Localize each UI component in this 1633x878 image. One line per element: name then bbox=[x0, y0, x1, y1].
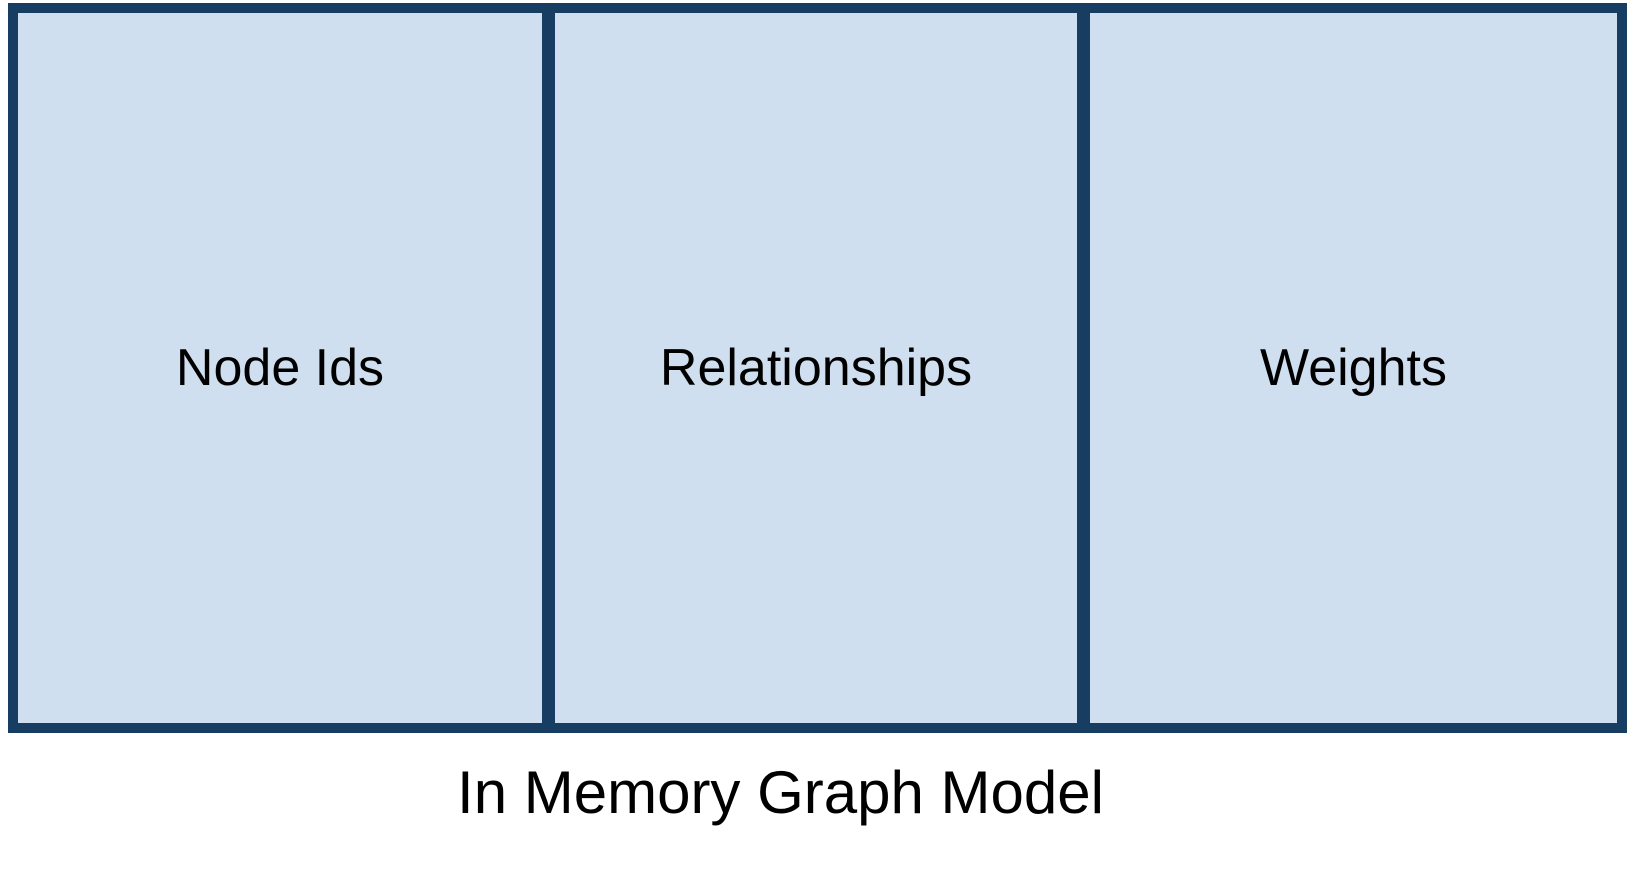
cell-divider-2 bbox=[1077, 13, 1090, 723]
model-cell-label: Node Ids bbox=[175, 339, 385, 397]
cell-divider-1 bbox=[542, 13, 555, 723]
model-cell-weights[interactable]: Weights bbox=[1090, 13, 1617, 723]
model-cell-label: Weights bbox=[1260, 339, 1447, 397]
in-memory-graph-model-container: Node Ids Relationships Weights bbox=[8, 3, 1627, 733]
model-cell-node-ids[interactable]: Node Ids bbox=[18, 13, 542, 723]
diagram-caption: In Memory Graph Model bbox=[457, 759, 1104, 826]
model-cell-label: Relationships bbox=[659, 339, 973, 397]
model-cell-relationships[interactable]: Relationships bbox=[555, 13, 1077, 723]
